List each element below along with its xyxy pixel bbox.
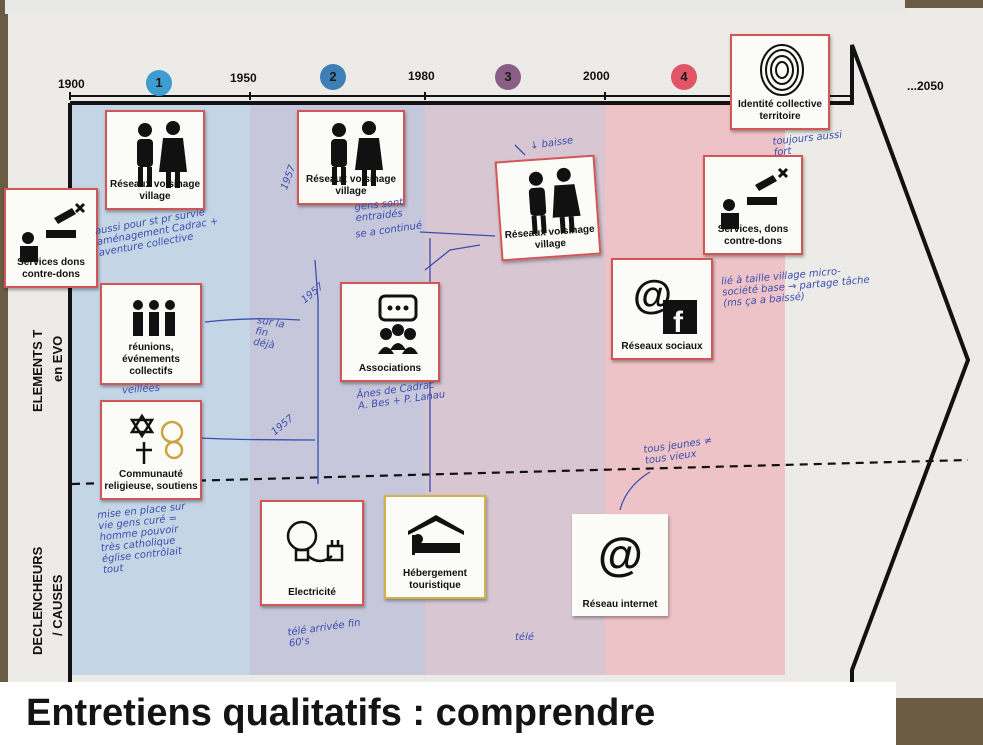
dashed-separator [71,458,969,486]
note-arrow [514,144,526,156]
caption-text: Entretiens qualitatifs : comprendre [26,692,656,734]
note-arrow [204,318,301,323]
note-arrow [424,244,481,271]
card-label: Réseaux sociaux [621,341,703,352]
year-label: 1950 [230,71,257,85]
card-label: Hébergement touristique [403,568,467,591]
social-media-icon: @ f [633,273,697,339]
people-helping-icon [331,121,383,186]
note-arrow [619,471,651,511]
card-label: réunions, événements collectifs [122,342,180,377]
caption-banner: Entretiens qualitatifs : comprendre [0,682,896,745]
at-sign-icon: @ [598,528,643,580]
card-reseaux-sociaux: @ f Réseaux sociaux [611,258,713,360]
year-label: 1980 [408,69,435,83]
people-helping-icon [137,121,187,188]
lodging-bed-icon [408,515,464,555]
religion-symbols-icon [129,413,184,464]
period-marker: 2 [320,64,346,90]
axis-label-lower: DECLENCHEURS [30,546,45,655]
services-exchange-icon [721,167,789,229]
card-label: Services dons contre-dons [17,257,85,280]
card-label: Communauté religieuse, soutiens [104,469,198,492]
card-label: Services, dons contre-dons [717,224,789,247]
card-associations: Associations [340,282,440,382]
axis-label-upper: ELEMENTS T [30,329,45,412]
card-reseau-internet: @ Réseau internet [572,514,668,616]
period-marker: 4 [671,64,697,90]
card-label: Réseaux voisinage village [305,174,397,197]
card-reseaux-voisinage: Réseaux voisinage village [494,154,602,262]
handwritten-note: mise en place sur vie gens curé = homme … [96,501,186,577]
handwritten-note: sur la fin déjà [252,315,286,352]
note-arrow [199,437,316,441]
note-arrow [419,231,496,237]
svg-text:f: f [673,306,684,339]
card-label: Associations [358,363,422,374]
card-electricite: Electricité [260,500,364,606]
card-reunions: réunions, événements collectifs [100,283,202,385]
card-label: Réseau internet [582,599,658,610]
group-meeting-icon [133,300,175,336]
people-helping-icon [528,167,581,235]
fingerprint-icon [760,44,804,96]
year-label: ...2050 [907,79,944,93]
card-identite-collective: Identité collective territoire [730,34,830,130]
card-services-dons: Services, dons contre-dons [703,155,803,255]
card-label: Electricité [288,587,336,598]
note-arrow [314,259,319,484]
handwritten-note: télé [515,632,535,643]
chat-bubble-group-icon [378,294,418,354]
card-reseaux-voisinage: Réseaux voisinage village [105,110,205,210]
year-label: 1900 [58,77,85,91]
card-reseaux-voisinage: Réseaux voisinage village [297,110,405,205]
year-label: 2000 [583,69,610,83]
services-exchange-icon [20,202,86,262]
svg-text:@: @ [598,528,643,580]
period-marker: 1 [146,70,172,96]
period-marker: 3 [495,64,521,90]
light-bulb-plug-icon [286,520,344,563]
axis-label-lower: / CAUSES [50,574,65,636]
card-services-dons: Services dons contre-dons [4,188,98,288]
axis-label-upper: en EVO [50,335,65,382]
card-hebergement: Hébergement touristique [384,495,486,599]
card-label: Réseaux voisinage village [109,179,201,202]
card-communaute: Communauté religieuse, soutiens [100,400,202,500]
card-label: Identité collective territoire [738,99,822,122]
